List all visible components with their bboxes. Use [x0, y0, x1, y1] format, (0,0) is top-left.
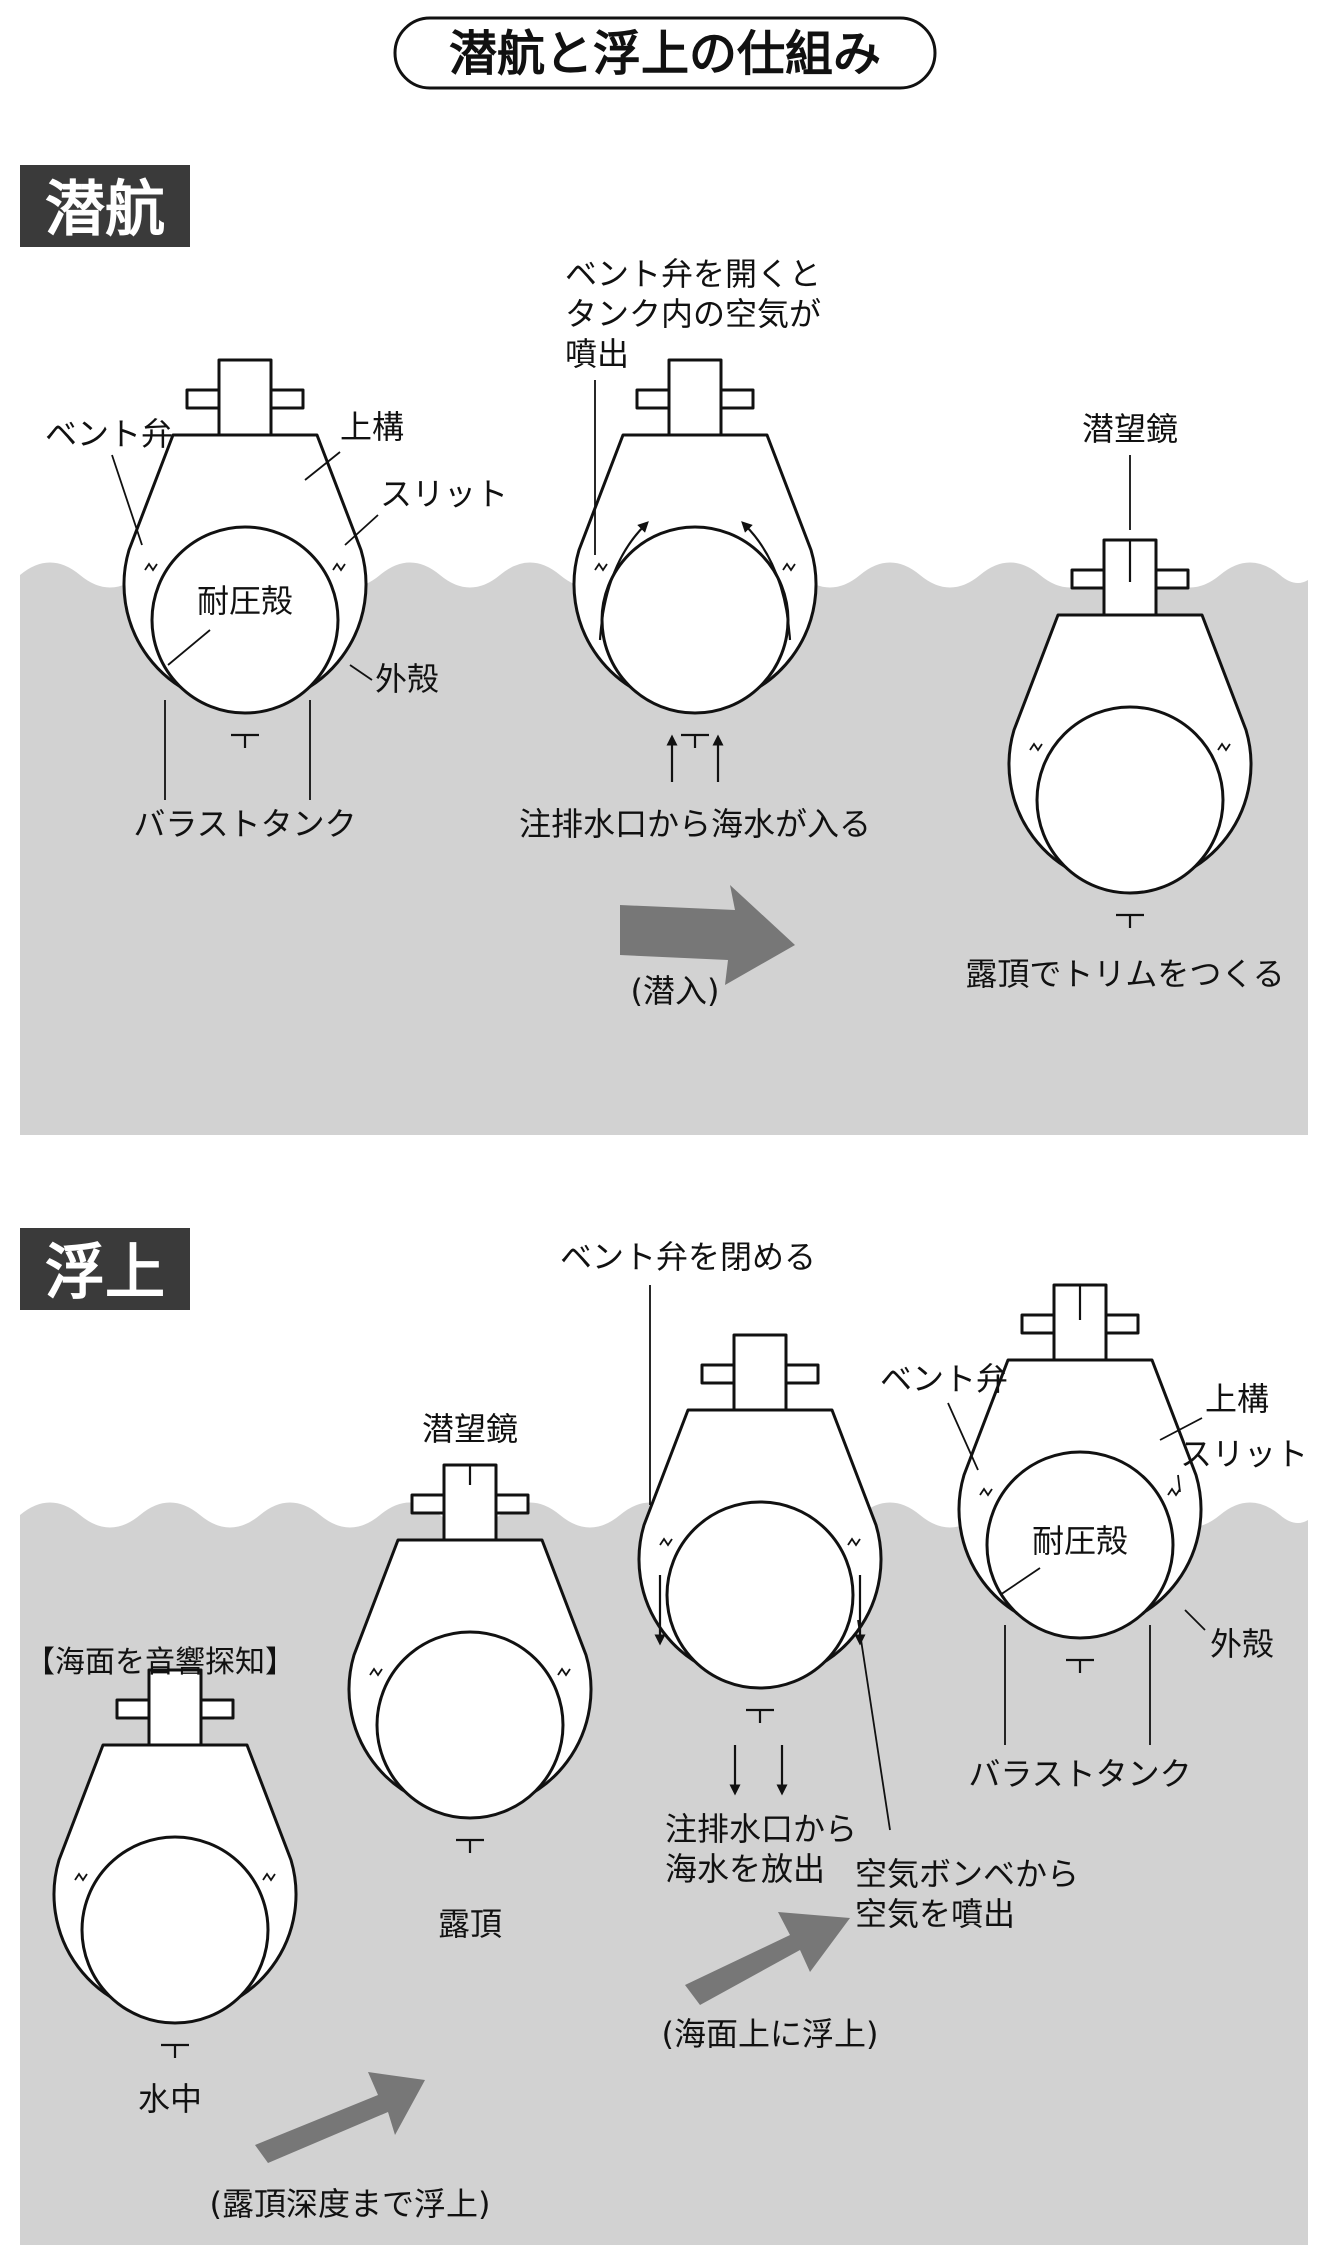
dive-sub1-slit-label: スリット	[380, 475, 508, 513]
dive-sub2-note-3: 噴出	[565, 335, 629, 373]
page-title: 潜航と浮上の仕組み	[449, 26, 881, 82]
surface-sub2-caption: 露頂	[438, 1905, 502, 1943]
dive-water	[20, 562, 1308, 1135]
dive-sub1-superstructure-label: 上構	[340, 408, 404, 446]
dive-sub2-note-2: タンク内の空気が	[565, 295, 821, 333]
surface-progress-arrow-1	[255, 2072, 425, 2163]
surface-sub3-air-2: 空気を噴出	[855, 1895, 1015, 1933]
dive-heading: 潜航	[45, 175, 165, 245]
surface-sub1-detect-label: 【海面を音響探知】	[25, 1645, 295, 1680]
dive-sub1-vent-label: ベント弁	[45, 415, 173, 453]
dive-sub3-caption: 露頂でトリムをつくる	[965, 955, 1284, 993]
surface-heading: 浮上	[45, 1238, 165, 1308]
surface-arrow2-label: (海面上に浮上)	[662, 2015, 879, 2053]
surface-sub4-ballast-label: バラストタンク	[968, 1755, 1191, 1793]
dive-heading-box	[20, 165, 190, 247]
surface-arrow1-label: (露頂深度まで浮上)	[210, 2185, 491, 2223]
dive-progress-arrow	[620, 885, 795, 985]
dive-sub1-ballast-label: バラストタンク	[133, 805, 356, 843]
surface-sub1-caption: 水中	[138, 2080, 202, 2118]
surface-sub3-close-vent-label: ベント弁を閉める	[560, 1238, 816, 1276]
surface-heading-box	[20, 1228, 190, 1310]
air-out-arrow-left	[598, 521, 649, 641]
dive-sub1-outer-hull-label: 外殻	[375, 660, 439, 698]
dive-sub3-periscope-label: 潜望鏡	[1082, 410, 1178, 448]
surface-sub3-water-out-2: 海水を放出	[665, 1850, 825, 1888]
surface-sub4-vent-label: ベント弁	[880, 1360, 1008, 1398]
surface-progress-arrow-2	[685, 1912, 850, 2005]
dive-sub1-pressure-hull-label: 耐圧殻	[197, 582, 293, 620]
title-box	[393, 16, 937, 90]
surface-sub2-periscope-label: 潜望鏡	[422, 1410, 518, 1448]
surface-sub4-pressure-hull-label: 耐圧殻	[1032, 1522, 1128, 1560]
surface-sub3-water-out-1: 注排水口から	[665, 1810, 857, 1848]
dive-sub2-note-1: ベント弁を開くと	[565, 255, 821, 293]
air-out-arrow-right	[741, 521, 792, 641]
surface-sub4-superstructure-label: 上構	[1205, 1380, 1269, 1418]
dive-sub2-water-in-label: 注排水口から海水が入る	[519, 805, 871, 843]
dive-arrow-label: (潜入)	[631, 972, 720, 1010]
surface-sub3-air-1: 空気ボンベから	[855, 1855, 1079, 1893]
surface-sub4-slit-label: スリット	[1180, 1435, 1308, 1473]
surface-sub4-outer-hull-label: 外殻	[1210, 1625, 1274, 1663]
surface-water	[20, 1502, 1308, 2245]
